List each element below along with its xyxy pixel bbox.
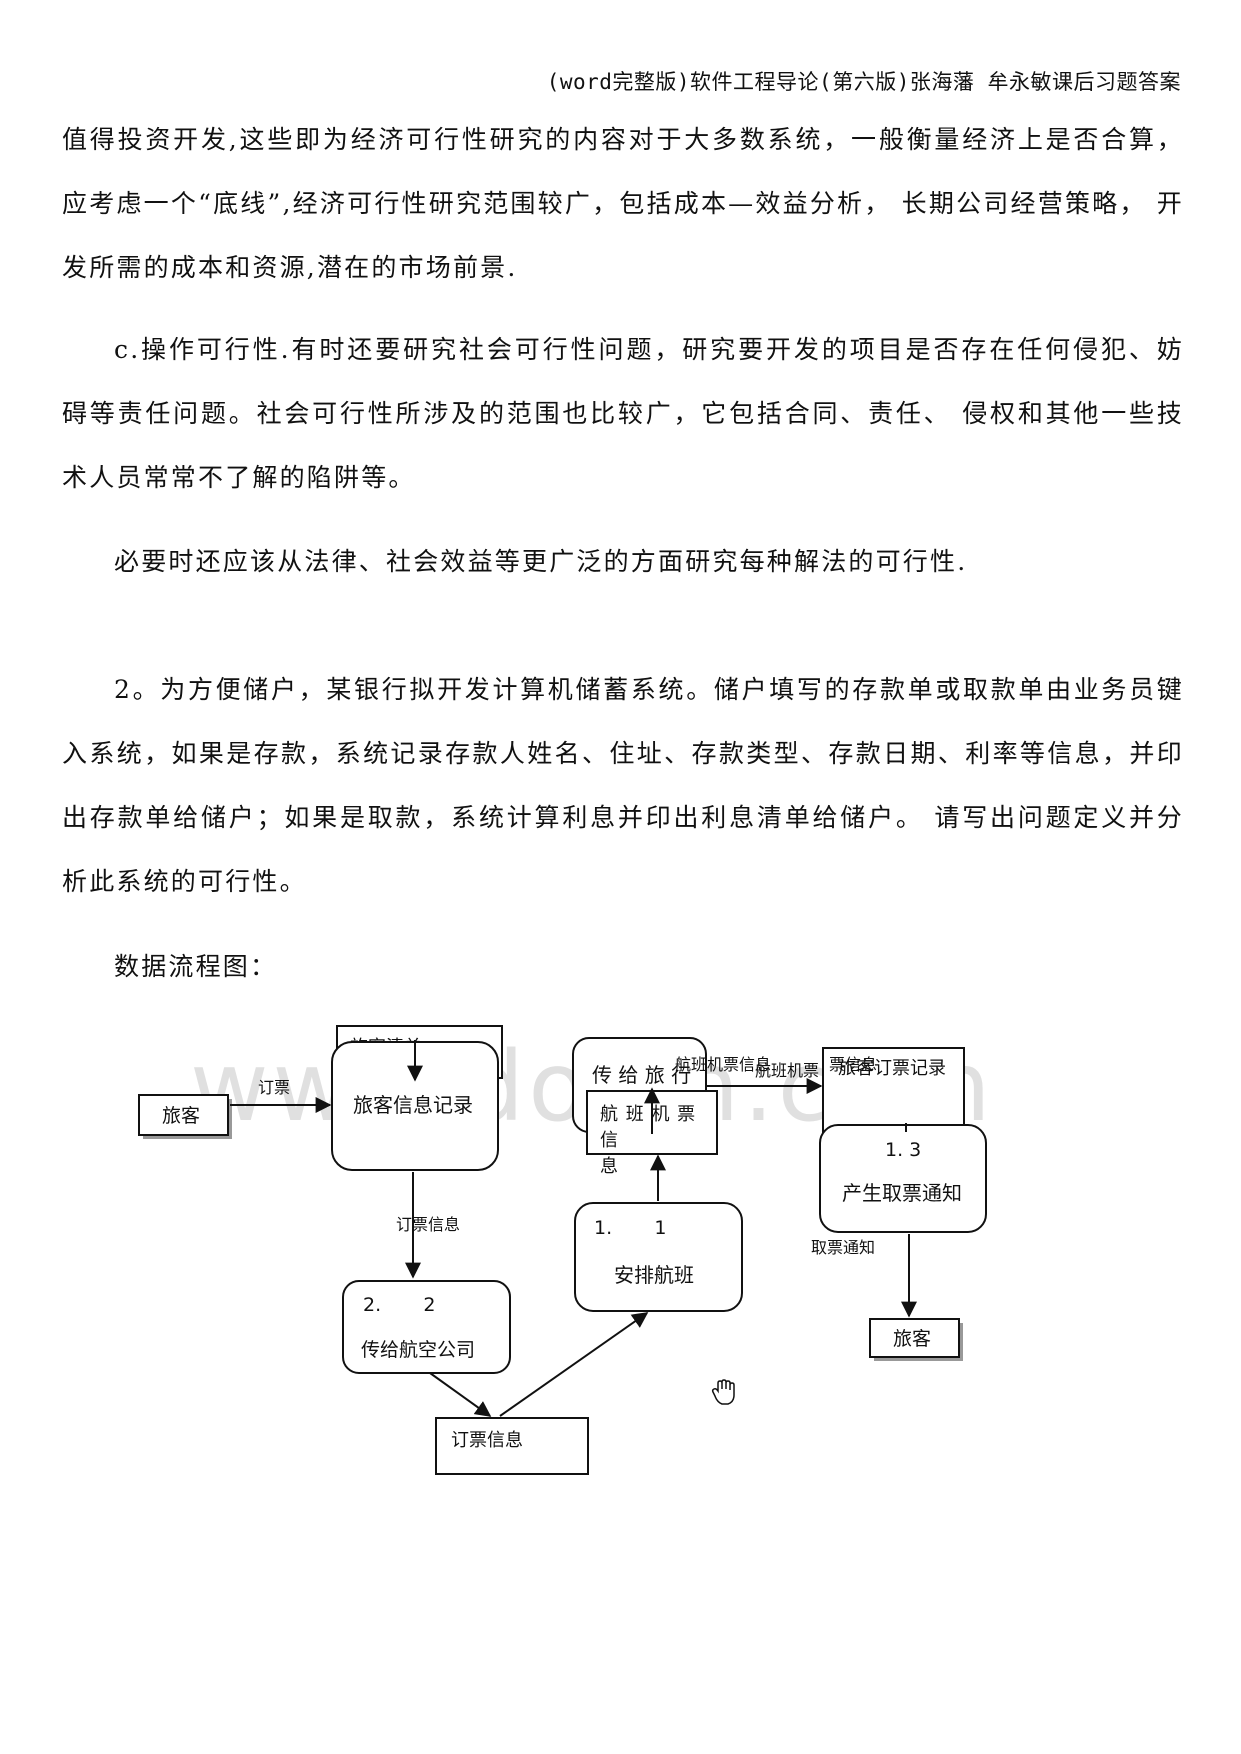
flow-store-to-arrange-arrow	[499, 1312, 649, 1417]
node-passenger-info-record: 旅客信息记录	[331, 1041, 499, 1171]
node-pass-to-airline-number: 2. 2	[363, 1294, 436, 1316]
node-passenger-source: 旅客	[138, 1094, 232, 1139]
node-flight-ticket-info-store-line1: 航 班 机 票 信	[600, 1104, 697, 1151]
node-flight-ticket-info-store-line2: 息	[600, 1156, 618, 1177]
flow-airline-to-store-arrow	[429, 1372, 492, 1417]
node-passenger-source-label: 旅客	[162, 1105, 200, 1127]
document-header: (word完整版)软件工程导论(第六版)张海藩 牟永敏课后习题答案	[546, 70, 1181, 94]
node-arrange-flight-number: 1. 1	[594, 1217, 667, 1239]
paragraph-operational-feasibility: c.操作可行性.有时还要研究社会可行性问题，研究要开发的项目是否存在任何侵犯、妨…	[62, 335, 1184, 492]
node-flight-ticket-info-store-text: 航 班 机 票 信 息	[600, 1102, 712, 1180]
node-booking-record: 旅客订票记录	[822, 1047, 965, 1133]
flow-flight-ticket-label: 航班机票	[755, 1061, 819, 1080]
paragraph-question-2: 2。为方便储户，某银行拟开发计算机储蓄系统。储户填写的存款单或取款单由业务员键入…	[62, 675, 1184, 896]
node-pickup-notice: 1. 3 产生取票通知	[819, 1124, 987, 1233]
paragraph-dfd-caption: 数据流程图：	[114, 952, 278, 981]
node-passenger-sink-label: 旅客	[893, 1328, 931, 1350]
node-booking-record-label: 旅客订票记录	[838, 1058, 946, 1079]
node-booking-info-store: 订票信息	[435, 1417, 589, 1475]
flow-book-ticket-label: 订票	[258, 1078, 290, 1097]
node-booking-info-store-label: 订票信息	[451, 1430, 523, 1451]
node-pass-to-airline: 2. 2 传给航空公司	[342, 1280, 511, 1374]
node-pickup-notice-number: 1. 3	[885, 1139, 921, 1161]
paragraph-legal-feasibility: 必要时还应该从法律、社会效益等更广泛的方面研究每种解法的可行性.	[114, 547, 968, 576]
node-passenger-info-record-label: 旅客信息记录	[353, 1093, 473, 1117]
node-pickup-notice-label: 产生取票通知	[842, 1181, 962, 1205]
flow-pickup-notice-label: 取票通知	[811, 1238, 875, 1257]
paragraph-economic-feasibility: 值得投资开发,这些即为经济可行性研究的内容对于大多数系统，一般衡量经济上是否合算…	[62, 125, 1184, 282]
node-arrange-flight-label: 安排航班	[614, 1263, 694, 1287]
node-passenger-sink: 旅客	[869, 1318, 963, 1361]
data-flow-diagram: www.docin.com 旅客清单 旅客 旅客信息记录 传 给 旅 行 社 旅…	[138, 1025, 991, 1475]
node-arrange-flight: 1. 1 安排航班	[574, 1202, 743, 1312]
hand-cursor-icon	[711, 1379, 735, 1405]
flow-booking-info-label: 订票信息	[396, 1215, 460, 1234]
flow-flight-ticket-info-label: 航班机票信息	[675, 1055, 771, 1074]
node-pass-to-travel-agency-line1: 传 给 旅 行	[592, 1063, 691, 1087]
node-pass-to-airline-label: 传给航空公司	[361, 1339, 475, 1361]
flow-ticket-info-label: 票信息	[829, 1055, 877, 1074]
